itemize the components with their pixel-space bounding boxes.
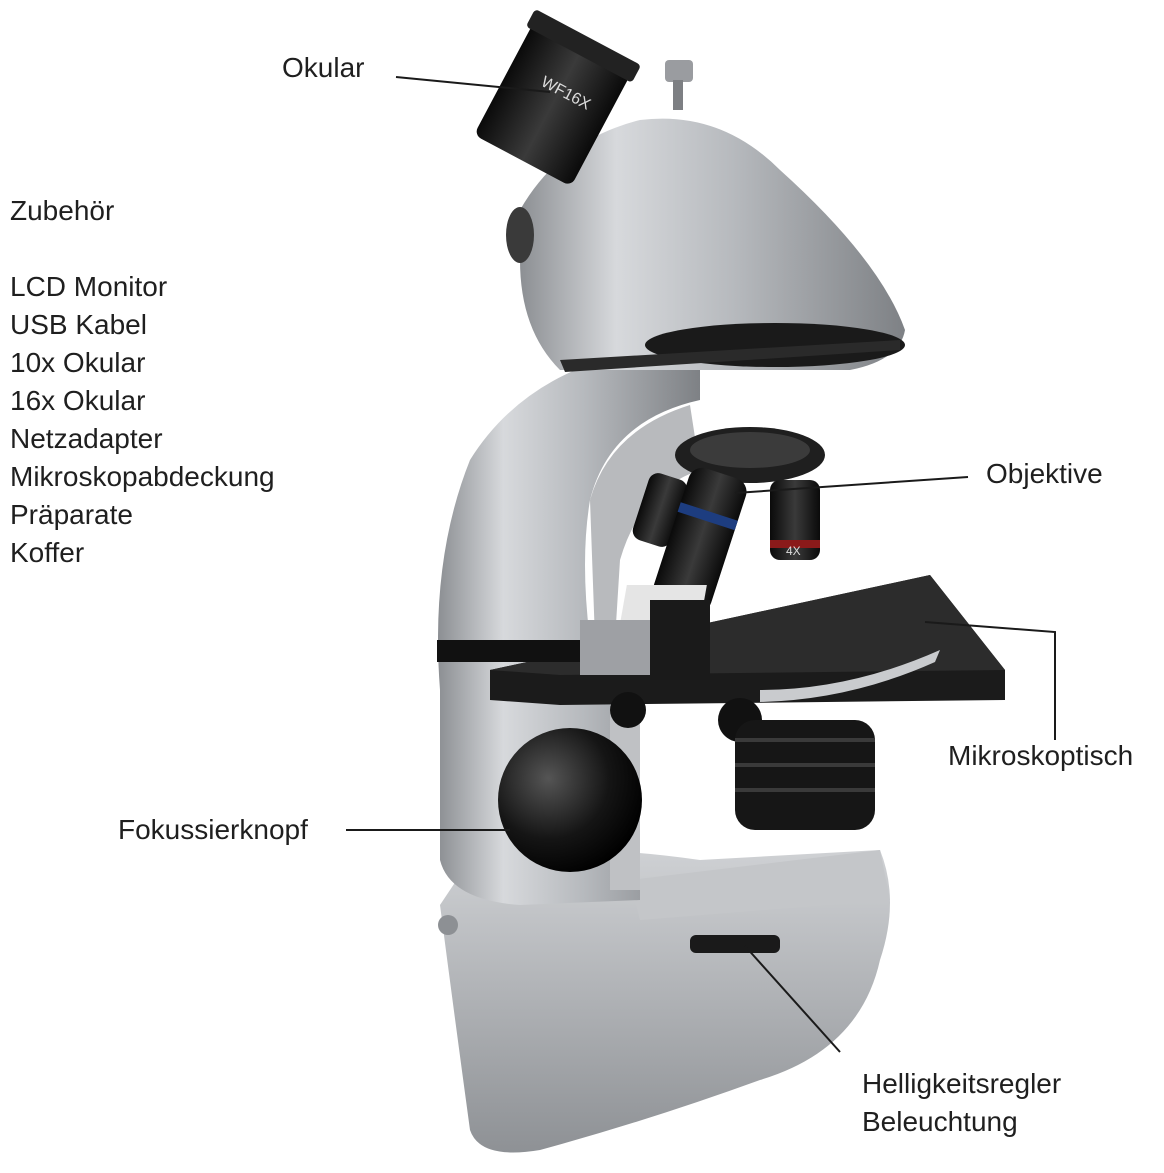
mechanical-stage-rail [437,640,597,662]
objective-right: 4X [770,480,820,560]
base-screw [438,915,458,935]
label-stage: Mikroskoptisch [948,742,1133,770]
accessory-item: Präparate [10,496,275,534]
brightness-wheel [690,935,780,953]
stage-knob-left [610,692,646,728]
accessory-item: 10x Okular [10,344,275,382]
side-port [506,207,534,263]
accessory-item: 16x Okular [10,382,275,420]
label-eyepiece: Okular [282,54,364,82]
accessory-item: Mikroskopabdeckung [10,458,275,496]
accessory-item: USB Kabel [10,306,275,344]
objective-marking: 4X [786,544,801,558]
accessory-item: Koffer [10,534,275,572]
label-brightness-line2: Beleuchtung [862,1108,1018,1136]
pointer-screw [665,60,693,82]
condenser [735,720,875,830]
accessories-heading: Zubehör [10,192,275,230]
focus-knob [498,728,642,872]
accessory-item: Netzadapter [10,420,275,458]
label-objectives: Objektive [986,460,1103,488]
label-focus-knob: Fokussierknopf [118,816,308,844]
accessories-list: Zubehör LCD Monitor USB Kabel 10x Okular… [10,192,275,572]
accessory-item: LCD Monitor [10,268,275,306]
label-brightness-line1: Helligkeitsregler [862,1070,1061,1098]
